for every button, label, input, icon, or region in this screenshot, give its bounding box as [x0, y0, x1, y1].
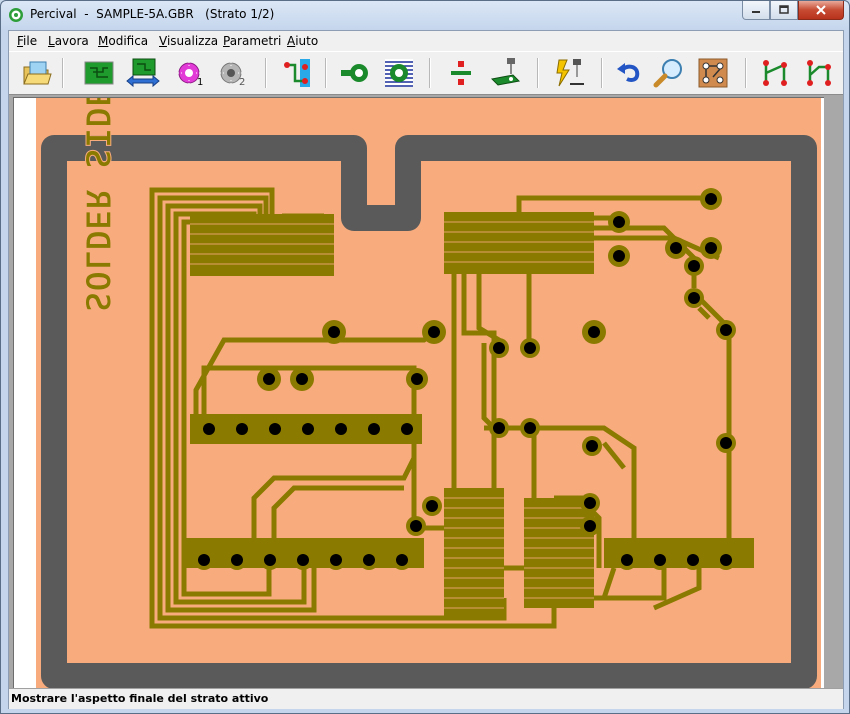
- component-button[interactable]: [443, 55, 479, 91]
- canvas-frame: SOLDER SIDE: [9, 94, 843, 690]
- app-icon: [9, 8, 23, 22]
- undo-icon: [617, 63, 640, 82]
- board-copper-button[interactable]: [695, 55, 731, 91]
- silkscreen-text: SOLDER SIDE: [77, 98, 117, 312]
- layer-2-pad-icon: [220, 62, 242, 84]
- route-2-icon: [807, 60, 831, 86]
- menu-lavora[interactable]: Lavora: [48, 34, 89, 48]
- maximize-button[interactable]: [770, 1, 798, 20]
- tracks-icon: [284, 59, 310, 87]
- pad-fill-icon: [385, 59, 413, 87]
- pad-fill-button[interactable]: [381, 55, 417, 91]
- board-outline: [41, 135, 817, 689]
- through-hole-pads: [194, 188, 736, 570]
- menu-modifica[interactable]: Modifica: [98, 34, 149, 48]
- tracks-button[interactable]: [279, 55, 315, 91]
- pad-row-lower: [194, 550, 412, 570]
- title-bar[interactable]: Percival - SAMPLE-5A.GBR (Strato 1/2): [1, 1, 849, 29]
- pad-button[interactable]: [337, 55, 373, 91]
- component-icon: [451, 61, 471, 85]
- open-folder-icon: [23, 61, 52, 85]
- copper-pads-blocks: [184, 212, 754, 618]
- menu-parametri[interactable]: Parametri: [223, 34, 282, 48]
- maximize-icon: [779, 5, 789, 14]
- window-title: Percival - SAMPLE-5A.GBR (Strato 1/2): [30, 7, 275, 21]
- pad-row-right: [617, 550, 736, 570]
- mirror-board-button[interactable]: [125, 55, 161, 91]
- board-view-button[interactable]: [81, 55, 117, 91]
- minimize-button[interactable]: [742, 1, 770, 20]
- minimize-icon: [752, 11, 760, 13]
- drill-icon: [490, 58, 521, 86]
- layer-2-label: 2: [239, 77, 246, 88]
- open-file-button[interactable]: [19, 55, 55, 91]
- drill-button[interactable]: [487, 55, 523, 91]
- layer-1-pad-icon: [178, 62, 200, 84]
- toolbar: 1 2: [9, 51, 843, 94]
- mirror-board-icon: [126, 58, 160, 88]
- close-icon: [816, 5, 826, 15]
- client-area: File Lavora Modifica Visualizza Parametr…: [8, 30, 844, 709]
- pcb-canvas[interactable]: SOLDER SIDE: [13, 97, 824, 690]
- menu-bar: File Lavora Modifica Visualizza Parametr…: [9, 31, 843, 51]
- pcb-layout: SOLDER SIDE: [36, 98, 821, 690]
- status-text: Mostrare l'aspetto finale del strato att…: [11, 692, 269, 705]
- zoom-button[interactable]: [651, 55, 687, 91]
- undo-button[interactable]: [611, 55, 647, 91]
- magnifier-icon: [653, 59, 682, 88]
- isolated-pads: [257, 188, 736, 536]
- menu-file[interactable]: File: [17, 34, 38, 48]
- pad-row-upper: [199, 419, 417, 439]
- layer-1-label: 1: [197, 77, 204, 88]
- pad-icon: [341, 64, 368, 82]
- menu-visualizza[interactable]: Visualizza: [159, 34, 219, 48]
- layer-1-button[interactable]: 1: [171, 55, 207, 91]
- menu-aiuto[interactable]: Aiuto: [287, 34, 319, 48]
- close-button[interactable]: [798, 1, 844, 20]
- engrave-lightning-icon: [556, 59, 584, 87]
- copper-hatching: [190, 221, 594, 609]
- engrave-button[interactable]: [551, 55, 587, 91]
- route-2-button[interactable]: [801, 55, 837, 91]
- copper-board-icon: [698, 58, 728, 88]
- layer-2-button[interactable]: 2: [213, 55, 249, 91]
- route-1-button[interactable]: [757, 55, 793, 91]
- pcb-board-icon: [84, 61, 114, 85]
- route-1-icon: [763, 60, 787, 86]
- status-bar: Mostrare l'aspetto finale del strato att…: [9, 688, 843, 709]
